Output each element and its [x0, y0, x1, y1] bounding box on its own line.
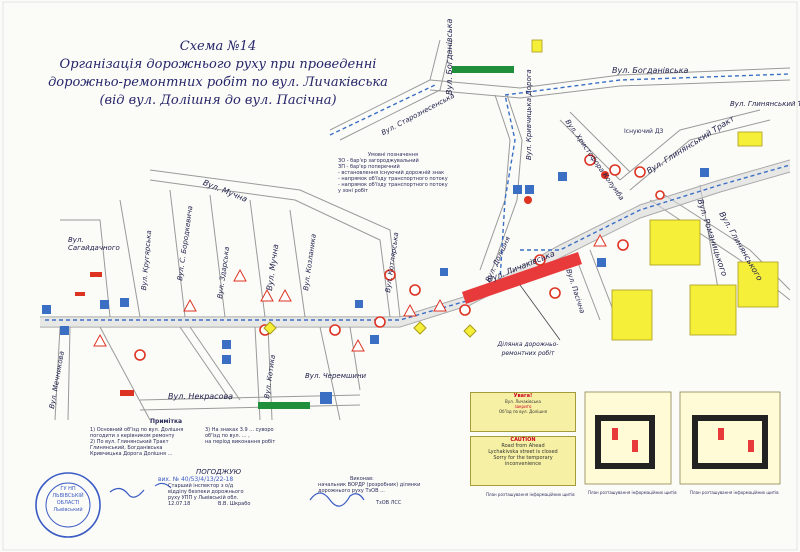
scheme-title: Схема №14 Організація дорожнього руху пр…	[28, 38, 408, 110]
legend-title: Умовні позначення	[368, 152, 418, 158]
title-line-2: Організація дорожнього руху при проведен…	[59, 57, 377, 72]
executor-block: Виконав: начальник ВОРДР (розробник) діл…	[318, 476, 448, 506]
label-leader	[519, 284, 561, 341]
board2-line-3: Lychakivska street is closed	[488, 449, 558, 455]
board2-line-1: CAUTION	[510, 437, 536, 443]
street-label-sahaidachnoho: Вул. Сагайдачного	[68, 236, 120, 252]
signature-2	[309, 492, 365, 507]
board1-line-4: Об'їзд по вул. Долішня	[498, 409, 548, 414]
work-zone-label: Ділянка дорожньо-ремонтних робіт	[497, 341, 559, 357]
info-board-notice: Увага! Вул. Личаківська закрито Об'їзд п…	[470, 392, 576, 432]
board1-line-3: закрито	[514, 404, 532, 409]
executor-signer: ТзОВ ЛСС	[376, 500, 402, 506]
legend-item-4: - напрямок об'їзду транспортного потоку	[338, 176, 448, 182]
approval-signer: В.В. Шкрабо	[218, 501, 251, 507]
signature-3	[154, 482, 172, 489]
board1-line-1: Увага!	[513, 393, 533, 399]
street-label-hlynianskyi-tract-2: Вул. Глинянський Тракт	[730, 100, 800, 108]
legend-item-6: у зоні робіт	[338, 188, 369, 194]
approval-block: ПОГОДЖУЮ вих. № 40/53/4/13/22-18 Старший…	[158, 468, 278, 513]
board2-line-4: Sorry for the temporary	[493, 455, 553, 461]
stamp-text: ГУ НП ЛЬВІВСЬКІЙ ОБЛАСТІ Львівський	[44, 486, 92, 514]
notes-title: Примітка	[150, 418, 183, 425]
title-line-3: дорожньо-ремонтних робіт по вул. Личаків…	[48, 75, 388, 90]
board-caption-1: План розташування інформаційних щитів	[486, 492, 575, 497]
notes-left: 1) Основний об'їзд по вул. Долішня погод…	[90, 427, 183, 457]
approval-date: 12.07.18	[168, 501, 191, 507]
note-right-3: на період виконання робіт	[205, 439, 276, 445]
stamp-line-4: Львівський	[53, 507, 83, 513]
label-isnuiuchyi: Існуючий ДЗ	[624, 128, 664, 135]
executor-line-2: дорожнього руху ТзОВ ...	[318, 488, 385, 494]
approval-title: ПОГОДЖУЮ	[196, 468, 242, 476]
info-board-caution: CAUTION Road from Ahead Lychakivska stre…	[470, 436, 576, 486]
green-bar-bottom	[258, 402, 310, 409]
legend-item-3: - встановлення існуючий дорожній знак	[338, 170, 445, 176]
street-label-krivchytska: Вул. Кривчицька Дорога	[525, 69, 533, 160]
executor-title: Виконав:	[350, 476, 374, 482]
approval-doc: вих. № 40/53/4/13/22-18	[158, 476, 234, 483]
board-caption-2: План розташування інформаційних щитів	[588, 490, 677, 495]
legend: Умовні позначення ЗО - бар'єр загороджув…	[338, 152, 488, 194]
stamp-line-3: ОБЛАСТІ	[56, 500, 80, 506]
note-left-3: 2) По вул. Глинянський Тракт	[90, 439, 169, 445]
work-zone	[462, 252, 582, 304]
street-label-bohdanivska: Вул. Богданівська	[612, 66, 689, 75]
executor-line-1: начальник ВОРДР (розробник) ділянки	[318, 482, 421, 488]
note-left-4: Глинянський, Богданівська	[90, 445, 163, 451]
note-left-2: погодити з керівником ремонту	[90, 433, 175, 439]
road-sign-icon	[42, 154, 709, 404]
board2-line-5: inconvenience	[504, 461, 542, 467]
approval-line-3: руху УПП у Львівській обл.	[168, 495, 239, 501]
diagram-boards	[584, 391, 781, 485]
title-line-4: (від вул. Долішня до вул. Пасічна)	[99, 93, 337, 108]
street-label-cheremshyny: Вул. Черемшини	[305, 372, 367, 380]
note-right-2: об'їзд по вул. ... ,	[205, 433, 250, 439]
note-right-1: 3) На знаках 3.9 ... суворо	[205, 427, 274, 433]
title-line-1: Схема №14	[179, 39, 257, 54]
buildings	[531, 39, 779, 341]
stamp-icon	[35, 472, 101, 538]
board1-line-2: Вул. Личаківська	[505, 399, 541, 404]
stamp-line-2: ЛЬВІВСЬКІЙ	[52, 493, 84, 499]
notes-right: 3) На знаках 3.9 ... суворо об'їзд по ву…	[205, 427, 275, 445]
approval-line-2: відділу безпеки дорожнього	[168, 489, 244, 495]
street-label-nekrasova: Вул. Некрасова	[168, 392, 234, 401]
legend-item-2: ЗП - бар'єр поперечний	[338, 164, 400, 170]
legend-item-5: - напрямок об'їзду транспортного потоку	[338, 182, 448, 188]
stamp-line-1: ГУ НП	[60, 486, 76, 492]
note-left-5: Кривчицька Дорога Долішня ...	[90, 451, 173, 457]
approval-line-1: Старший інспектор з о/д	[168, 483, 234, 489]
board2-line-2: Road from Ahead	[501, 443, 545, 449]
street-label-bohdanivska-side: Вул. Богданівська	[445, 18, 454, 95]
signature-1	[109, 487, 145, 498]
green-bar-top	[452, 66, 514, 73]
legend-item-1: ЗО - бар'єр загороджувальний	[338, 158, 419, 164]
board-caption-3: План розташування інформаційних щитів	[690, 490, 779, 495]
note-left-1: 1) Основний об'їзд по вул. Долішня	[90, 427, 184, 433]
